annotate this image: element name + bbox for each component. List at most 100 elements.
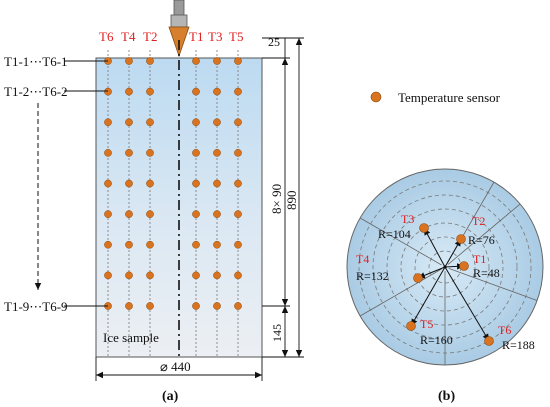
- sensor-dot-t2-3: [146, 118, 154, 127]
- sensor-dot-t6-3: [104, 118, 112, 127]
- sensor-dot-t3-7: [213, 240, 221, 249]
- disc-sensor-t4: [413, 273, 423, 283]
- sensor-dot-t6-8: [104, 271, 112, 280]
- sensor-dot-t1-9: [192, 302, 200, 310]
- sensor-dot-t6-7: [104, 240, 112, 249]
- disc-center: [443, 265, 447, 269]
- sensor-dot-t5-7: [234, 240, 242, 249]
- sensor-dot-t2-5: [146, 179, 154, 188]
- radius-arrow-t2: [444, 238, 462, 268]
- dim-spacing: 8× 90: [269, 184, 284, 214]
- radius-label-t3: R=104: [378, 227, 411, 241]
- disc-label-t2: T2: [472, 214, 485, 228]
- sensor-dot-t5-9: [234, 302, 242, 310]
- disc-sensor-t3: [419, 223, 429, 233]
- sensor-dot-t5-3: [234, 118, 242, 127]
- disc-sensor-t2: [456, 234, 466, 244]
- row-label-2: T1-2⋯T6-2: [4, 84, 68, 99]
- sensor-dot-t4-6: [125, 210, 133, 218]
- legend-sensor-icon: [370, 91, 382, 103]
- sensor-dot-t5-5: [234, 179, 242, 188]
- sensor-dot-t5-2: [234, 87, 242, 96]
- sensor-dot-t4-2: [125, 87, 133, 96]
- sensor-dot-t1-5: [192, 179, 200, 188]
- sensor-dot-t1-8: [192, 271, 200, 280]
- sensor-dot-t3-3: [213, 118, 221, 127]
- disc-sensor-t1: [459, 261, 469, 271]
- sector-line-1: [447, 203, 521, 265]
- radius-arrow-t6: [444, 266, 490, 342]
- sensor-grid: [104, 50, 242, 357]
- sensor-dot-t5-6: [234, 210, 242, 218]
- col-label-t2: T2: [143, 29, 157, 44]
- ice-sample-label: Ice sample: [103, 330, 159, 345]
- sensor-dot-t3-5: [213, 179, 221, 188]
- dim-total: 890: [284, 191, 299, 211]
- sensor-dot-t2-2: [146, 87, 154, 96]
- sensor-dot-t6-2: [104, 87, 112, 96]
- col-label-t4: T4: [121, 29, 136, 44]
- sensor-dot-t6-5: [104, 179, 112, 188]
- disc-label-t3: T3: [401, 212, 414, 226]
- sensor-dot-t1-6: [192, 210, 200, 218]
- radius-label-t2: R=76: [468, 233, 495, 247]
- sensor-dot-t2-9: [146, 302, 154, 310]
- panel-b: Temperature sensor T3 T2 T4 T1 T5 T6 R=1…: [346, 90, 544, 404]
- legend-label: Temperature sensor: [398, 90, 501, 105]
- sensor-dot-t5-4: [234, 149, 242, 157]
- disc-label-t4: T4: [356, 252, 369, 266]
- disc-sensor-t6: [484, 336, 494, 346]
- sensor-dot-t4-4: [125, 149, 133, 157]
- sensor-dot-t4-9: [125, 302, 133, 310]
- sensor-dot-t1-7: [192, 240, 200, 249]
- radius-arrow-t5: [410, 266, 446, 327]
- panel-a: T6 T4 T2 T1 T3 T5 T1-1⋯T6-1 T1-2⋯T6-2 T1…: [4, 0, 304, 404]
- dim-diameter: ⌀ 440: [160, 359, 191, 374]
- sensor-dot-t1-1: [192, 57, 200, 65]
- sensor-dot-t1-2: [192, 87, 200, 96]
- sensor-dot-t6-4: [104, 149, 112, 157]
- dim-bottom: 145: [270, 324, 284, 342]
- sensor-dot-t4-5: [125, 179, 133, 188]
- sector-line-4: [359, 268, 442, 317]
- sensor-dot-t3-4: [213, 149, 221, 157]
- sensor-dot-t4-1: [125, 57, 133, 65]
- disc-label-t6: T6: [498, 323, 511, 337]
- sensor-dot-t2-6: [146, 210, 154, 218]
- disc-label-t1: T1: [473, 252, 486, 266]
- sensor-dot-t5-1: [234, 57, 242, 65]
- radius-label-t4: R=132: [356, 269, 389, 283]
- sensor-dot-t2-8: [146, 271, 154, 280]
- disc-sensors: [406, 223, 494, 346]
- sector-line-2: [448, 267, 538, 301]
- sensor-dot-t4-7: [125, 240, 133, 249]
- sensor-dot-t2-1: [146, 57, 154, 65]
- dimension-line-bottom: [95, 357, 263, 381]
- sensor-dot-t3-9: [213, 302, 221, 310]
- sensor-dot-t6-6: [104, 210, 112, 218]
- radius-label-t1: R=48: [473, 266, 500, 280]
- col-label-t1: T1: [189, 29, 203, 44]
- sensor-dot-t3-8: [213, 271, 221, 280]
- sensor-dot-t3-6: [213, 210, 221, 218]
- sensor-dot-t3-2: [213, 87, 221, 96]
- sensor-dot-t3-1: [213, 57, 221, 65]
- disc-label-t5: T5: [420, 317, 433, 331]
- sensor-dot-t1-3: [192, 118, 200, 127]
- sector-lines: [359, 181, 538, 365]
- sensor-dot-t2-7: [146, 240, 154, 249]
- dim-top: 25: [268, 35, 280, 49]
- sensor-dot-t1-4: [192, 149, 200, 157]
- disc-sensor-t5: [406, 321, 416, 331]
- sensor-dot-t5-8: [234, 271, 242, 280]
- row-label-9: T1-9⋯T6-9: [4, 299, 68, 314]
- col-label-t6: T6: [99, 29, 114, 44]
- radius-label-t5: R=160: [420, 333, 453, 347]
- col-label-t5: T5: [229, 29, 243, 44]
- sector-line-5: [359, 217, 442, 266]
- radius-arrow-t3: [423, 227, 446, 268]
- caption-a: (a): [162, 389, 179, 404]
- sensor-dot-t4-3: [125, 118, 133, 127]
- radius-label-t6: R=188: [502, 338, 535, 352]
